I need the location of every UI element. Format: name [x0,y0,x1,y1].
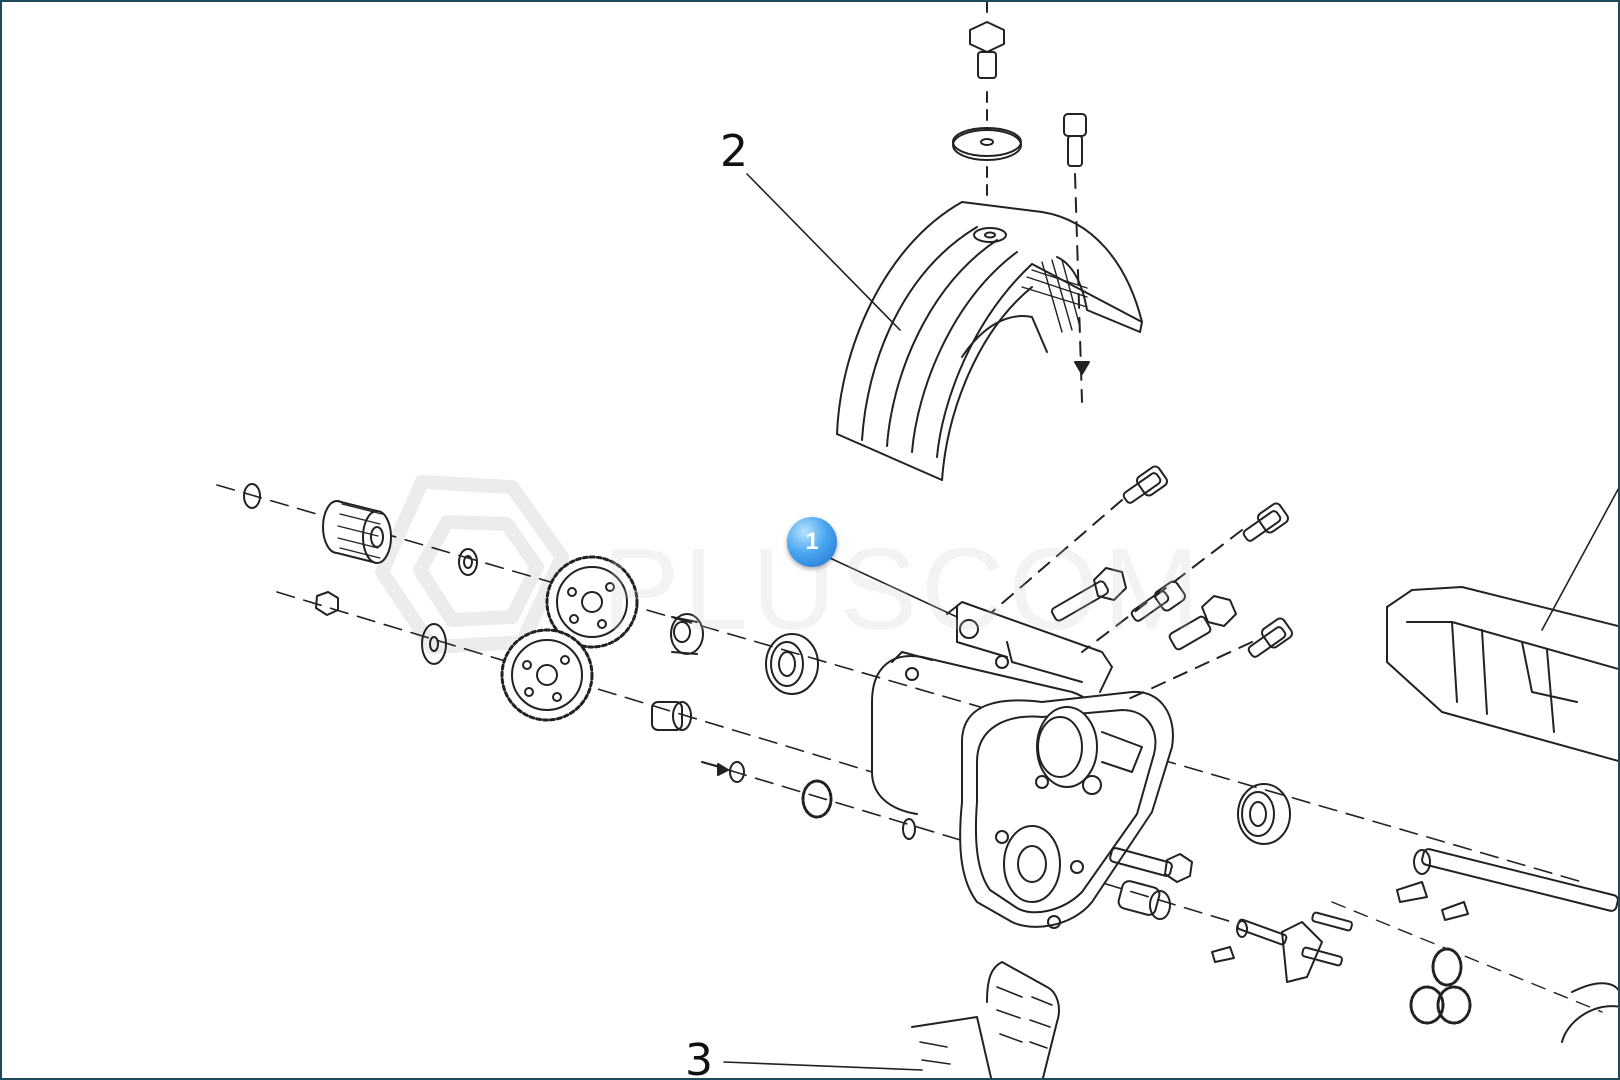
twin-spur-gears [500,555,639,722]
left-gear-stack [216,483,1583,923]
output-shaft-assembly [1211,848,1618,1043]
tread-part-3 [723,961,1060,1078]
housing-bolts [991,465,1293,920]
top-fasteners [952,2,1090,403]
gearbox-housing-part-1 [816,551,1174,929]
track-cover-part-2 [746,173,1143,481]
callout-2: 2 [720,126,748,177]
side-cover-partial [1386,487,1618,762]
watermark-text: PLUSCOM [602,524,1204,654]
callout-3: 3 [685,1035,713,1080]
part-1-hotspot[interactable]: 1 [787,517,837,567]
